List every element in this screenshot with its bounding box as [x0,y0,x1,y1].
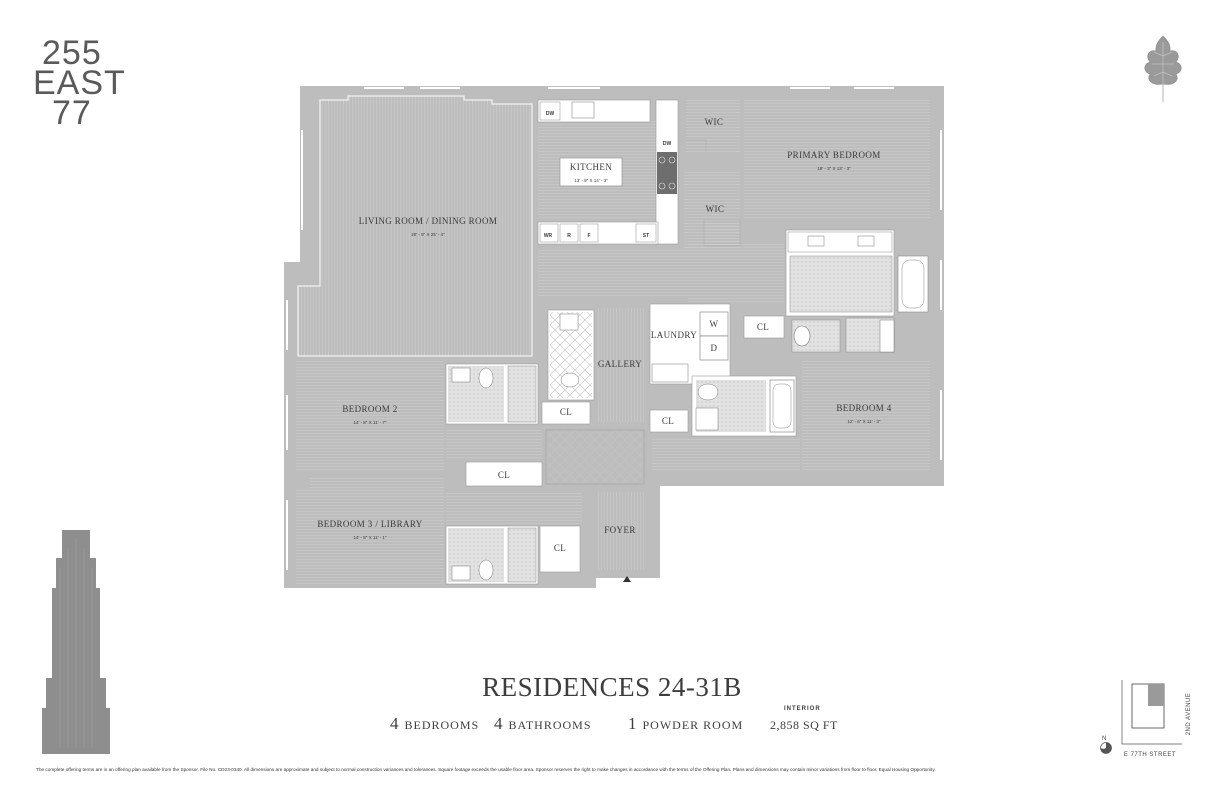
primary-bedroom-label: PRIMARY BEDROOM [787,150,880,160]
bedrooms-stat: 4 BEDROOMS [390,714,479,734]
wine-refrigerator-label: WR [544,233,553,239]
residence-title: RESIDENCES 24-31B [482,672,742,702]
bedroom-3-label: BEDROOM 3 / LIBRARY [317,519,422,529]
key-plan: 2ND AVENUE E 77TH STREET N [1100,680,1192,758]
north-label: N [1102,736,1107,742]
closet-bed4-label: CL [662,416,674,426]
wic-1-label: WIC [705,117,724,127]
powder-room-stat: 1 POWDER ROOM [628,714,743,734]
refrigerator-label: R [567,233,571,239]
bathrooms-label: BATHROOMS [508,718,592,732]
wic-2-label: WIC [706,204,725,214]
disclaimer: The complete offering terms are in an of… [36,767,936,772]
bedroom-4-dim: 12' - 6" X 11' - 3" [847,419,880,424]
logo-line-3: 77 [52,94,92,132]
storage-label: ST [643,233,649,239]
living-room-dim: 20' - 9" X 25' - 4" [411,232,445,237]
bedroom-3-dim: 14' - 8" X 11' - 1" [353,535,386,540]
powder-room-label: POWDER ROOM [642,718,744,732]
interior-sqft: 2,858 SQ FT [770,718,838,732]
freezer-label: F [587,233,590,239]
gallery-label: GALLERY [598,359,642,369]
building-silhouette [42,530,110,754]
foyer-label: FOYER [604,525,636,535]
bedrooms-count: 4 [390,714,399,733]
logo-line-2: EAST [33,64,126,102]
kitchen-dim: 13' - 9" X 14' - 3" [574,178,608,183]
living-room-label: LIVING ROOM / DINING ROOM [359,216,498,226]
kitchen-label: KITCHEN [570,162,612,172]
bedroom-2-dim: 14' - 8" X 11' - 7" [353,420,386,425]
north-arrow-icon [1100,742,1112,754]
closet-primary-label: CL [757,322,769,332]
bedroom-4-label: BEDROOM 4 [836,403,891,413]
bathrooms-stat: 4 BATHROOMS [494,714,592,734]
entry-arrow-icon [623,576,631,582]
primary-bedroom-dim: 18' - 3" X 13' - 3" [817,166,851,171]
bathrooms-count: 4 [494,714,503,733]
bedrooms-label: BEDROOMS [404,718,480,732]
avenue-label: 2ND AVENUE [1186,693,1192,736]
dishwasher-1-label: DW [546,111,555,117]
dishwasher-2-label: DW [663,141,672,147]
closet-gallery-label: CL [560,407,572,417]
closet-bed3-label: CL [554,543,566,553]
interior-label: INTERIOR [784,706,821,712]
logo-line-1: 255 [42,34,102,72]
closet-bed2-label: CL [498,470,510,480]
leaf-icon [1144,35,1182,102]
street-label: E 77TH STREET [1124,752,1176,758]
laundry-label: LAUNDRY [651,330,697,340]
dryer-label: D [711,343,718,353]
bedroom-2-label: BEDROOM 2 [342,404,397,414]
washer-label: W [710,319,719,329]
powder-room-count: 1 [628,714,637,733]
